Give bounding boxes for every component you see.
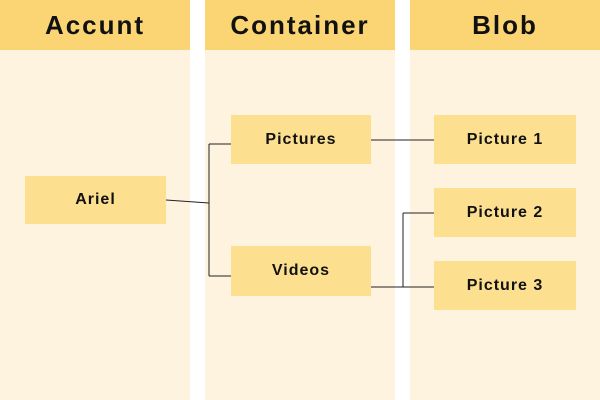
account-column-header: Accunt xyxy=(0,0,190,50)
container-column: Container xyxy=(205,0,395,400)
blob-column-header: Blob xyxy=(410,0,600,50)
blob-node-picture-2: Picture 2 xyxy=(434,188,576,237)
container-node-videos: Videos xyxy=(231,246,371,296)
container-node-pictures: Pictures xyxy=(231,115,371,164)
blob-node-picture-3: Picture 3 xyxy=(434,261,576,310)
account-node-ariel: Ariel xyxy=(25,176,166,224)
container-column-header: Container xyxy=(205,0,395,50)
blob-node-picture-1: Picture 1 xyxy=(434,115,576,164)
